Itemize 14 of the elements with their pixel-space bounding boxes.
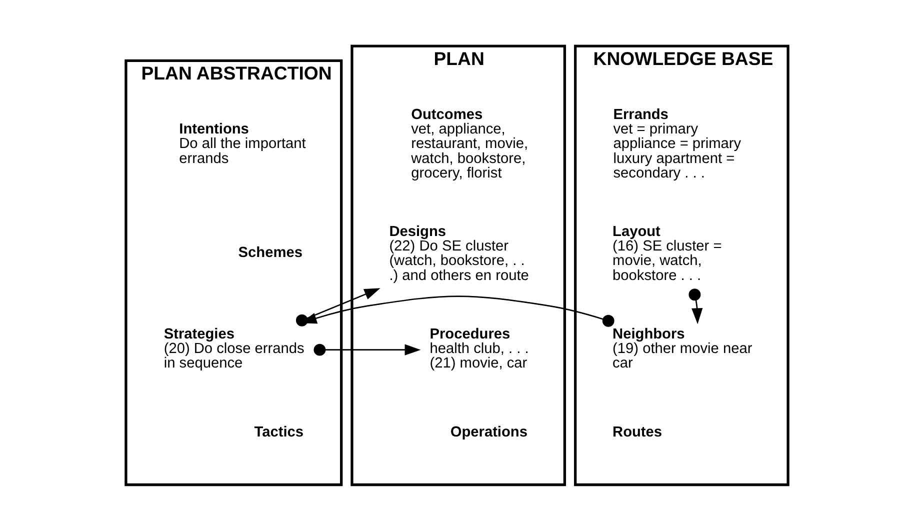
node-text: Layout (16) SE cluster = movie, watch, bookstore . . .: [612, 224, 722, 284]
node-text: Neighbors (19) other movie near car: [612, 326, 752, 372]
node-text: Schemes: [238, 245, 302, 262]
node-text: Intentions Do all the important errands: [178, 122, 306, 167]
node-text: Operations: [450, 424, 527, 441]
arrow: [313, 344, 420, 356]
node-text: Strategies (20) Do close errands in sequence: [163, 326, 304, 372]
node-text: Routes: [612, 424, 662, 441]
node-text: Designs (22) Do SE cluster (watch, bookstore, . . .) and others en route: [388, 224, 528, 284]
node-text: Procedures health club, . . . (21) movie, car: [429, 326, 528, 372]
node-text: Outcomes vet, appliance, restaurant, movie, watch, bookstore, grocery, florist: [410, 106, 528, 182]
node-text: Errands vet = primary appliance = primary luxury apartment = secondary . . .: [612, 106, 741, 182]
arrow: [688, 288, 702, 324]
node-text: Tactics: [254, 424, 304, 441]
